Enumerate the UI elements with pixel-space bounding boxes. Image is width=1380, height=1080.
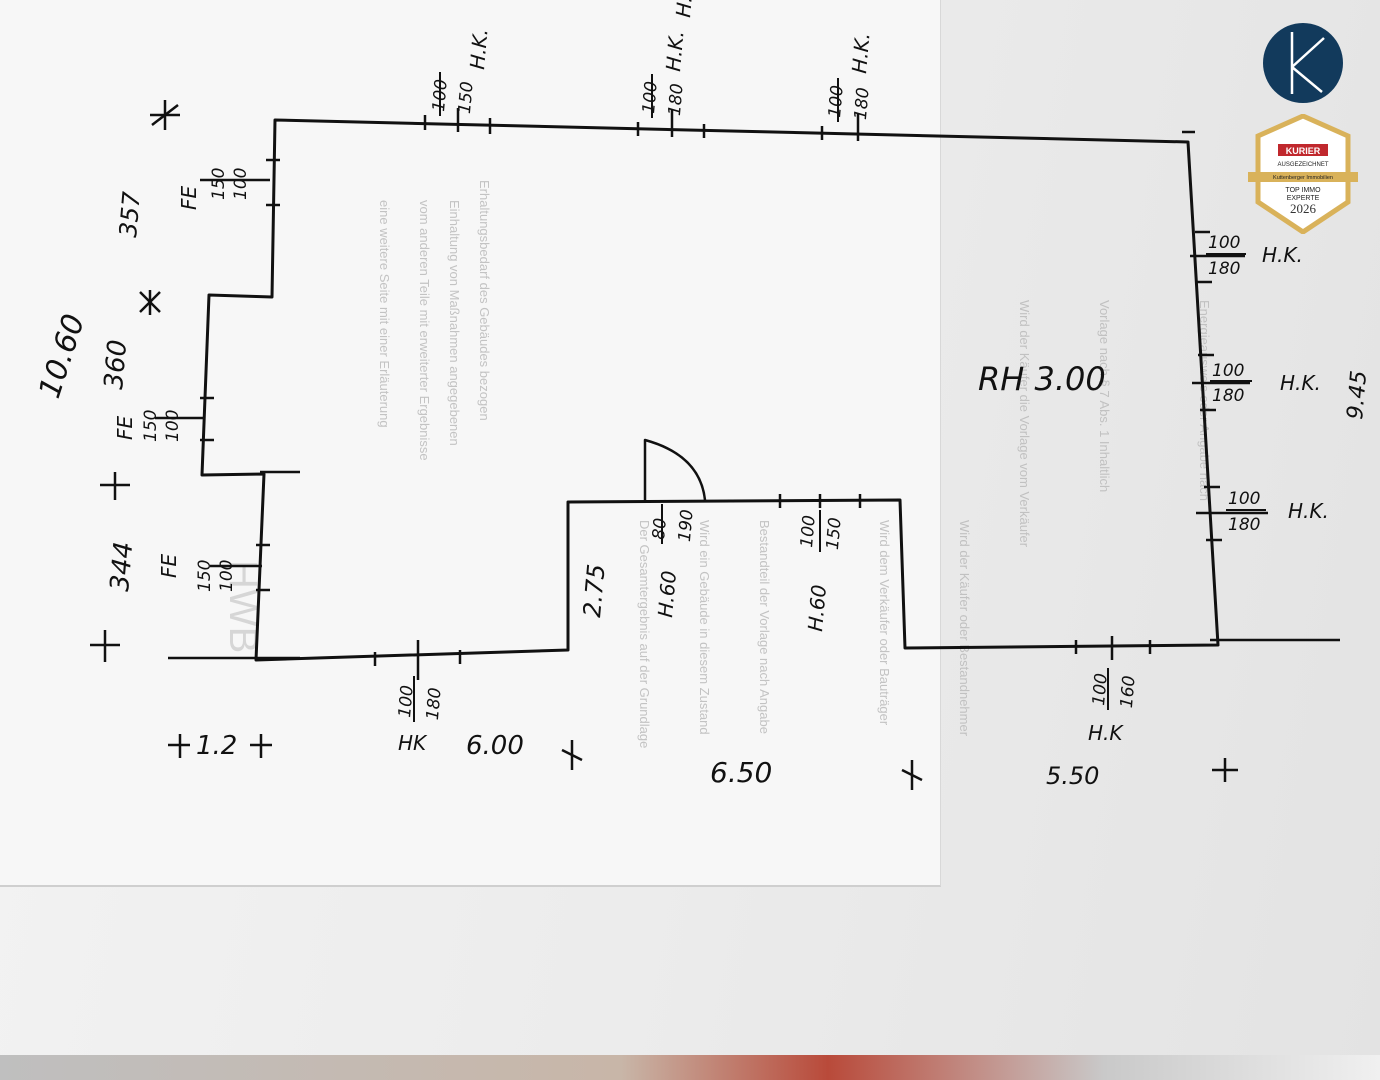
window-height: 150 <box>141 410 161 442</box>
fraction-bars <box>413 72 1266 722</box>
front-paper-sheet <box>0 0 941 887</box>
window-height: 180 <box>1208 259 1240 279</box>
window-width: 100 <box>1228 489 1260 509</box>
dim-357: 357 <box>114 190 146 239</box>
window-width: 100 <box>1089 672 1112 706</box>
window-right-3: 100 180 <box>1228 489 1260 535</box>
window-top-1: 100 150 <box>429 78 478 114</box>
dim-total-left: 10.60 <box>32 310 92 403</box>
svg-text:Wird ein Gebäude in diesem Zus: Wird ein Gebäude in diesem Zustand <box>697 520 712 735</box>
window-width: 80 <box>649 517 671 540</box>
badge-sub: AUSGEZEICHNET <box>1277 162 1328 168</box>
svg-text:Wird der Käufer oder Bestandne: Wird der Käufer oder Bestandnehmer <box>957 520 972 737</box>
badge-award-line2: EXPERTE <box>1287 195 1320 202</box>
window-left-2: 100 150 <box>141 410 183 442</box>
window-height: 150 <box>823 517 846 551</box>
dim-inner-wall: 2.75 <box>578 563 611 619</box>
marker-hk-right2: H.K. <box>1280 371 1321 395</box>
svg-text:Bestandteil der Vorlage nach A: Bestandteil der Vorlage nach Angabe <box>757 520 772 734</box>
svg-text:Wird der Käufer die Vorlage vo: Wird der Käufer die Vorlage vom Verkäufe… <box>1017 300 1032 548</box>
window-bottom-1: 100 180 <box>395 684 446 721</box>
marker-fe-left-mid: FE <box>113 415 137 440</box>
window-height: 160 <box>1117 675 1140 709</box>
svg-text:Einhaltung von Maßnahmen angeg: Einhaltung von Maßnahmen angegebenen <box>447 200 462 446</box>
window-top-3: 100 180 <box>825 84 874 120</box>
bleed-through-text: eine weitere Seite mit einer Erläuterung… <box>221 180 1212 748</box>
dim-bottom-6-50: 6.50 <box>710 756 772 789</box>
door-swing <box>643 438 707 502</box>
marker-h60-a: H.60 <box>653 570 681 619</box>
window-labels: 100 150 100 180 100 180 100 180 100 180 … <box>141 78 1260 721</box>
marker-fe-left-top: FE <box>177 185 201 210</box>
window-height: 180 <box>851 87 874 121</box>
dim-right-9-45: 9.45 <box>1343 370 1372 421</box>
marker-hk-bottom-left: HK <box>398 731 428 755</box>
window-top-2: 100 180 <box>639 80 688 116</box>
desk-surface <box>0 1055 1380 1080</box>
window-width: 100 <box>797 514 820 548</box>
window-width: 100 <box>825 84 848 118</box>
marker-hk-top3: H.K. <box>847 32 874 75</box>
window-height: 150 <box>209 168 229 200</box>
window-width: 100 <box>231 168 251 200</box>
window-height: 150 <box>455 81 478 115</box>
window-height: 180 <box>1212 386 1244 406</box>
window-bottom-2: 100 160 <box>1089 672 1140 709</box>
window-right-1: 100 180 <box>1208 233 1240 279</box>
svg-text:vom anderen Teile mit erweiter: vom anderen Teile mit erweiterter Ergebn… <box>417 200 432 461</box>
window-right-2: 100 180 <box>1212 361 1244 406</box>
marker-hk-right3: H.K. <box>1288 499 1329 523</box>
svg-text:eine weitere Seite mit einer E: eine weitere Seite mit einer Erläuterung <box>377 200 392 428</box>
award-badge: KURIER AUSGEZEICHNET Kuttenberger Immobi… <box>1248 113 1358 236</box>
badge-company: Kuttenberger Immobilien <box>1273 175 1333 181</box>
outer-wall <box>200 118 1220 662</box>
svg-text:Wird dem Verkäufer oder Bauträ: Wird dem Verkäufer oder Bauträger <box>877 520 892 726</box>
window-width: 100 <box>217 560 237 592</box>
window-height: 190 <box>675 509 698 543</box>
walls <box>200 118 1220 662</box>
window-height: 180 <box>423 687 446 721</box>
svg-text:Vorlage nach § 7 Abs. 1 Inhalt: Vorlage nach § 7 Abs. 1 Inhaltlich <box>1097 300 1112 492</box>
marker-labels: FE FE FE H.K. H.K. H.K. H.K. H.K. H.K. H… <box>113 0 1329 755</box>
dim-360: 360 <box>99 339 133 391</box>
window-width: 100 <box>639 80 662 114</box>
window-height: 180 <box>665 83 688 117</box>
dimension-marks <box>90 100 1238 790</box>
marker-hk-right1: H.K. <box>1262 243 1303 267</box>
window-width: 100 <box>395 684 418 718</box>
window-inner-1: 80 190 <box>649 509 698 543</box>
marker-h60-b: H.60 <box>803 584 831 633</box>
svg-text:Erhaltungsbedarf des Gebäudes: Erhaltungsbedarf des Gebäudes bezogen <box>477 180 492 421</box>
badge-award-line1: TOP IMMO <box>1285 187 1321 194</box>
window-inner-2: 100 150 <box>797 514 846 550</box>
window-left-1: 100 150 <box>209 168 251 200</box>
room-height-label: RH 3.00 <box>978 360 1106 398</box>
svg-text:Der Gesamtergebnis auf der Gru: Der Gesamtergebnis auf der Grundlage <box>637 520 652 748</box>
badge-brand: KURIER <box>1286 146 1321 156</box>
dim-bottom-1-2: 1.2 <box>196 731 237 761</box>
marker-hk-top2: H.K. <box>661 30 688 73</box>
marker-fe-left-bottom: FE <box>157 553 181 578</box>
window-ticks <box>155 108 1340 680</box>
kuttenberger-logo <box>1263 23 1343 103</box>
dim-bottom-5-50: 5.50 <box>1046 762 1099 790</box>
marker-hk-top1: H.K. <box>465 28 492 71</box>
window-height: 150 <box>195 560 215 592</box>
dim-344: 344 <box>105 541 139 593</box>
window-left-3: 100 150 <box>195 560 237 592</box>
badge-year: 2026 <box>1290 201 1317 216</box>
dim-bottom-6-00: 6.00 <box>466 731 524 761</box>
marker-hk-bottom-right: H.K <box>1088 721 1124 745</box>
marker-hk-top4: H.K. <box>671 0 698 18</box>
window-height: 180 <box>1228 515 1260 535</box>
window-width: 100 <box>1212 361 1244 381</box>
window-width: 100 <box>163 410 183 442</box>
window-width: 100 <box>1208 233 1240 253</box>
